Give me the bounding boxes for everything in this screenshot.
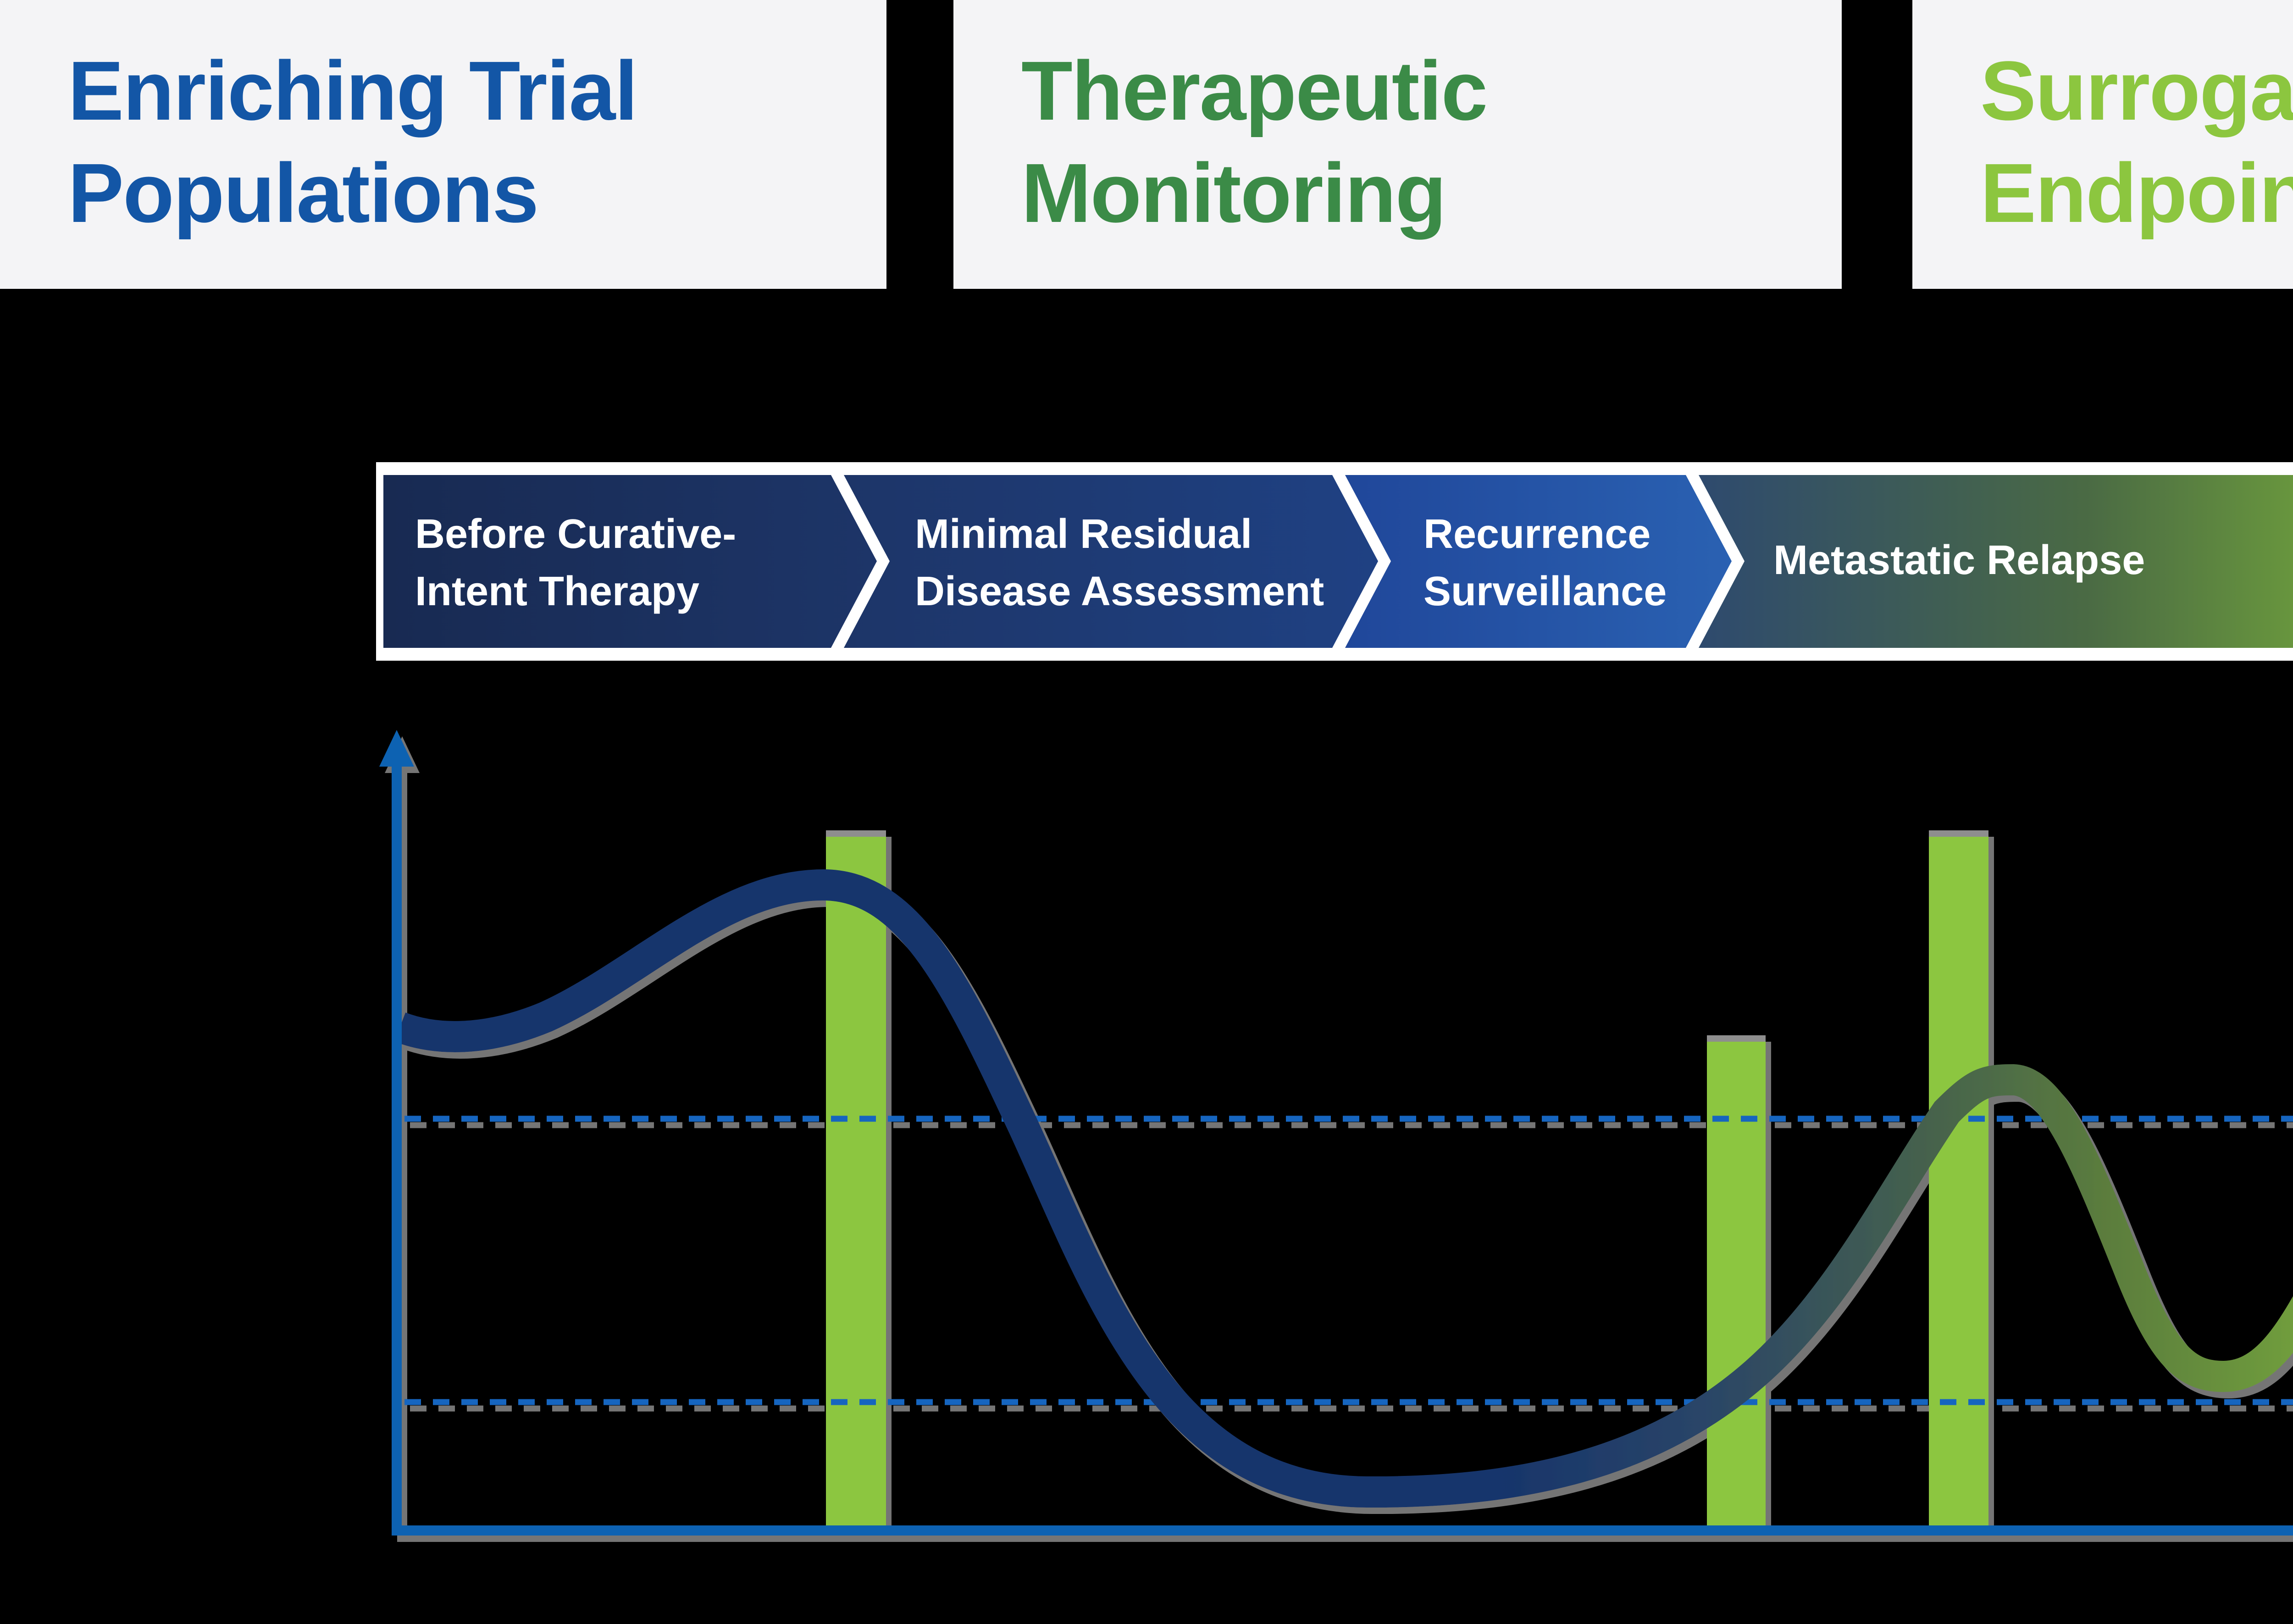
- axes: [379, 730, 2293, 1536]
- header-title: Therapeutic Monitoring: [1021, 44, 1488, 240]
- disease-burden-chart: [379, 730, 2293, 1536]
- segment-label: Minimal Residual: [915, 511, 1252, 557]
- sampling-bar-shadow: [1929, 830, 1988, 838]
- banner-segment-recurrence-surveillance: [1345, 475, 1732, 648]
- sampling-bar: [1929, 837, 1988, 1527]
- segment-label: Recurrence: [1423, 511, 1651, 557]
- phase-banner: Before Curative- Intent Therapy Minimal …: [376, 462, 2293, 661]
- sampling-bar: [1707, 1042, 1766, 1527]
- segment-label: Intent Therapy: [415, 569, 699, 614]
- segment-label: Disease Assessment: [915, 569, 1324, 614]
- banner-segment-minimal-residual-disease: [844, 475, 1378, 648]
- banner-segment-metastatic-relapse: [1699, 475, 2293, 648]
- threshold-lines: [404, 1116, 2293, 1405]
- y-axis-arrowhead: [379, 730, 414, 767]
- header-title: Enriching Trial Populations: [68, 44, 638, 240]
- segment-label: Metastatic Relapse: [1773, 537, 2145, 583]
- banner-segment-before-curative-intent-therapy: [383, 475, 877, 648]
- segment-label: Surveillance: [1423, 569, 1667, 614]
- disease-burden-curve: [394, 869, 2293, 1508]
- header-title: Surrogate Endpoints: [1980, 44, 2293, 240]
- sampling-bars: [826, 830, 1988, 1527]
- header-box-enriching-trial-populations: Enriching Trial Populations: [0, 0, 886, 289]
- header-box-therapeutic-monitoring: Therapeutic Monitoring: [953, 0, 1842, 289]
- sampling-bar-shadow: [1707, 1035, 1766, 1043]
- header-box-surrogate-endpoints: Surrogate Endpoints: [1912, 0, 2293, 289]
- sampling-bar: [826, 837, 886, 1527]
- sampling-bar-shadow: [826, 830, 886, 838]
- segment-label: Before Curative-: [415, 511, 736, 557]
